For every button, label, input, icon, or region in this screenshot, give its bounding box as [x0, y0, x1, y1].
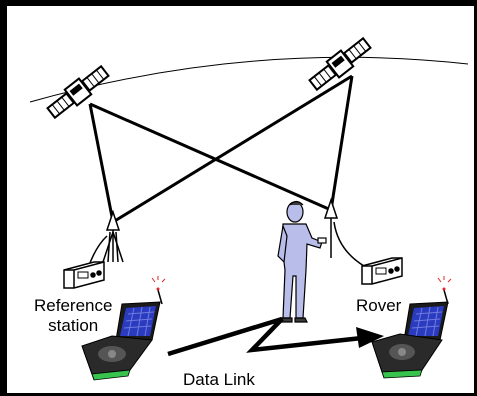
signal-right-sat-to-left-antenna — [112, 74, 353, 224]
signal-lines — [88, 74, 354, 224]
surveyor-icon — [277, 200, 327, 323]
data-link-label: Data Link — [183, 370, 255, 389]
reference-station-label-line2: station — [48, 316, 99, 335]
reference-station-label: Reference station — [34, 296, 112, 336]
signal-right-sat-to-right-antenna — [329, 75, 354, 211]
signal-left-sat-to-left-antenna — [88, 103, 115, 223]
data-link-arrow — [167, 316, 384, 357]
reference-station-label-line1: Reference — [34, 296, 113, 315]
gps-receiver-icon — [63, 261, 105, 289]
rover-label: Rover — [356, 296, 402, 315]
gps-antenna-icon — [323, 197, 365, 267]
satellite-icon — [46, 64, 110, 120]
handheld-radio-icon — [81, 276, 166, 381]
signal-left-sat-to-right-antenna — [89, 102, 332, 212]
satellite-icon — [308, 36, 372, 92]
gps-receiver-icon — [361, 257, 403, 285]
handheld-radio-icon — [371, 276, 452, 379]
